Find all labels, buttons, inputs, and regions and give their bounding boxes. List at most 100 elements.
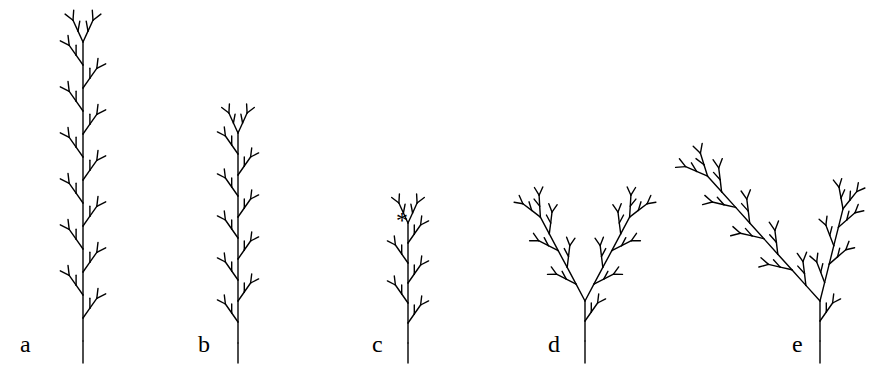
branch-line [408,213,413,223]
branch-line [90,206,97,216]
branch-line [69,275,76,285]
branch-line [90,298,97,308]
branch-line [82,111,83,134]
branch-line [244,241,250,250]
branch-line [821,264,823,273]
branch-line [602,257,603,268]
branch-line [761,258,769,265]
branch-line [233,123,238,133]
branch-line [97,104,98,114]
branch-line [576,284,585,301]
branch-line [228,104,230,113]
branch-line [93,14,101,20]
branch-line [83,78,90,88]
branch-line [237,322,238,343]
branch-line [224,295,225,304]
branch-line [704,165,708,177]
branch-line [413,203,418,213]
branch-line [719,159,723,168]
branch-line [392,198,399,204]
branch-line [619,223,620,234]
branch-line [713,160,719,168]
branch-line [97,288,98,298]
branch-line [76,239,83,249]
branch-line [585,284,594,301]
branch-line [83,31,88,42]
branch-line [719,168,721,180]
branch-line [224,253,225,262]
branch-line [603,251,612,268]
branch-line [82,341,83,363]
branch-line [68,173,69,183]
branch-line [750,223,764,239]
branch-line [83,216,90,226]
branch-line [232,229,238,238]
branch-line [76,55,83,65]
branch-line [551,212,552,223]
branch-line [855,211,864,213]
branch-line [222,108,229,114]
branch-line [251,195,259,199]
branch-line [806,285,820,301]
branch-line [97,202,106,207]
branch-line [843,200,850,209]
branch-line [237,301,238,322]
branch-line [612,234,621,251]
branch-line [78,31,83,42]
branch-line [820,283,825,301]
branch-line [394,276,395,285]
branch-line [414,305,420,314]
branch-line [519,196,523,204]
branch-line [584,321,585,341]
branch-line [647,202,656,204]
branch-line [243,113,248,123]
branch-line [819,301,820,321]
branch-line [97,156,106,161]
branch-line [244,283,250,292]
branch-line [90,68,97,78]
branch-line [83,170,90,180]
branch-line [846,248,855,250]
branch-line [225,262,231,271]
branch-line [803,262,805,274]
branch-line [69,183,76,193]
branch-line [830,227,832,236]
branch-line [225,220,231,229]
branch-line [237,280,238,301]
figure-letter: b [198,332,210,356]
branch-line [819,321,820,341]
branch-line [622,241,632,246]
branch-line [232,313,238,322]
branch-line [731,233,741,236]
branch-line [792,270,806,286]
branch-line [251,237,259,241]
branch-line [598,294,599,303]
branch-line [421,301,429,305]
branch-line [614,274,623,276]
branch-line [398,194,400,203]
branch-line [408,234,414,243]
branch-line [82,180,83,203]
branch-line [97,150,98,160]
branch-line [595,238,600,245]
branch-line [552,205,557,212]
branch-line [225,304,231,313]
branch-line [402,294,408,303]
branch-line [82,203,83,226]
branch-line [540,217,549,234]
branch-line [826,303,832,312]
branch-line [627,187,631,195]
branch-line [237,238,238,259]
branch-line [88,20,93,31]
branch-line [618,212,619,223]
branch-line [841,190,845,198]
branch-line [539,206,541,217]
branch-line [76,285,83,295]
branch-line [232,145,238,154]
branch-line [838,250,846,257]
branch-line [631,233,636,240]
branch-line [90,114,97,124]
branch-line [630,195,632,206]
branch-line [237,343,238,363]
